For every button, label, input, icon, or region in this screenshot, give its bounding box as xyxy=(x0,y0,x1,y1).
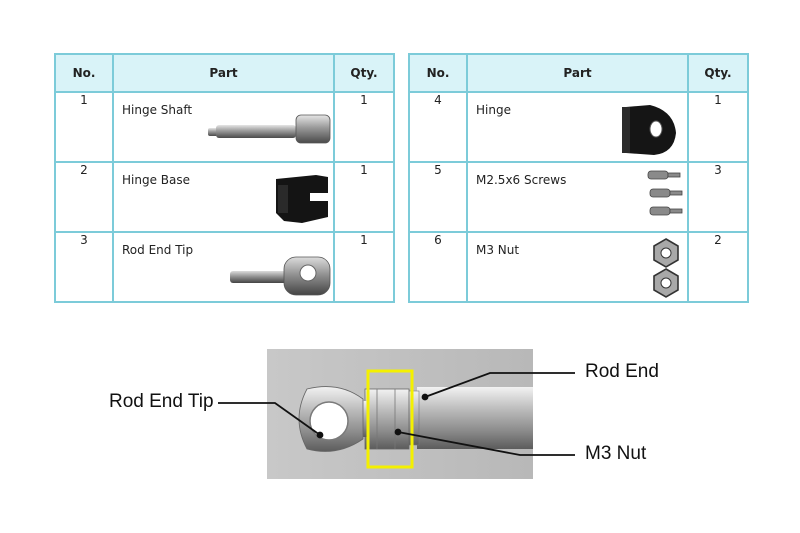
row-no: 3 xyxy=(54,231,114,303)
header-part: Part xyxy=(112,53,335,93)
part-name: Hinge xyxy=(476,103,511,117)
screws-image xyxy=(647,170,683,216)
header-qty: Qty. xyxy=(687,53,749,93)
table-header-row: No. Part Qty. xyxy=(54,53,395,93)
parts-table-left: No. Part Qty. 1 Hinge Shaft 1 2 Hinge Ba… xyxy=(54,53,395,303)
hinge-base-image xyxy=(276,175,328,223)
row-no: 6 xyxy=(408,231,468,303)
table-header-row: No. Part Qty. xyxy=(408,53,749,93)
part-name: Rod End Tip xyxy=(122,243,194,257)
rod-end-tip-image xyxy=(230,256,331,296)
part-name: Hinge Shaft xyxy=(122,103,193,117)
table-row: 1 Hinge Shaft 1 xyxy=(54,91,395,163)
rod-end-assembly-photo xyxy=(267,349,533,479)
row-no: 4 xyxy=(408,91,468,163)
header-qty: Qty. xyxy=(333,53,395,93)
part-name: M2.5x6 Screws xyxy=(476,173,567,187)
row-no: 2 xyxy=(54,161,114,233)
nut-image xyxy=(653,238,679,298)
row-part: Rod End Tip xyxy=(112,231,335,303)
part-name: M3 Nut xyxy=(476,243,520,257)
row-qty: 2 xyxy=(687,231,749,303)
row-part: Hinge xyxy=(466,91,689,163)
row-no: 5 xyxy=(408,161,468,233)
row-qty: 1 xyxy=(333,231,395,303)
row-part: M3 Nut xyxy=(466,231,689,303)
parts-table-right: No. Part Qty. 4 Hinge 1 5 M2.5x6 Screws xyxy=(408,53,749,303)
header-no: No. xyxy=(54,53,114,93)
callout-rod-end-tip: Rod End Tip xyxy=(109,391,214,412)
header-part: Part xyxy=(466,53,689,93)
row-part: Hinge Base xyxy=(112,161,335,233)
hinge-shaft-image xyxy=(208,114,331,144)
row-qty: 3 xyxy=(687,161,749,233)
row-part: Hinge Shaft xyxy=(112,91,335,163)
row-no: 1 xyxy=(54,91,114,163)
table-row: 2 Hinge Base 1 xyxy=(54,161,395,233)
table-row: 6 M3 Nut 2 xyxy=(408,231,749,303)
table-row: 3 Rod End Tip 1 xyxy=(54,231,395,303)
header-no: No. xyxy=(408,53,468,93)
hinge-image xyxy=(622,105,676,155)
callout-rod-end: Rod End xyxy=(585,361,659,382)
row-qty: 1 xyxy=(687,91,749,163)
callout-m3-nut: M3 Nut xyxy=(585,443,647,464)
highlight-box xyxy=(366,369,414,469)
part-name: Hinge Base xyxy=(122,173,190,187)
table-row: 4 Hinge 1 xyxy=(408,91,749,163)
row-part: M2.5x6 Screws xyxy=(466,161,689,233)
row-qty: 1 xyxy=(333,91,395,163)
row-qty: 1 xyxy=(333,161,395,233)
table-row: 5 M2.5x6 Screws 3 xyxy=(408,161,749,233)
